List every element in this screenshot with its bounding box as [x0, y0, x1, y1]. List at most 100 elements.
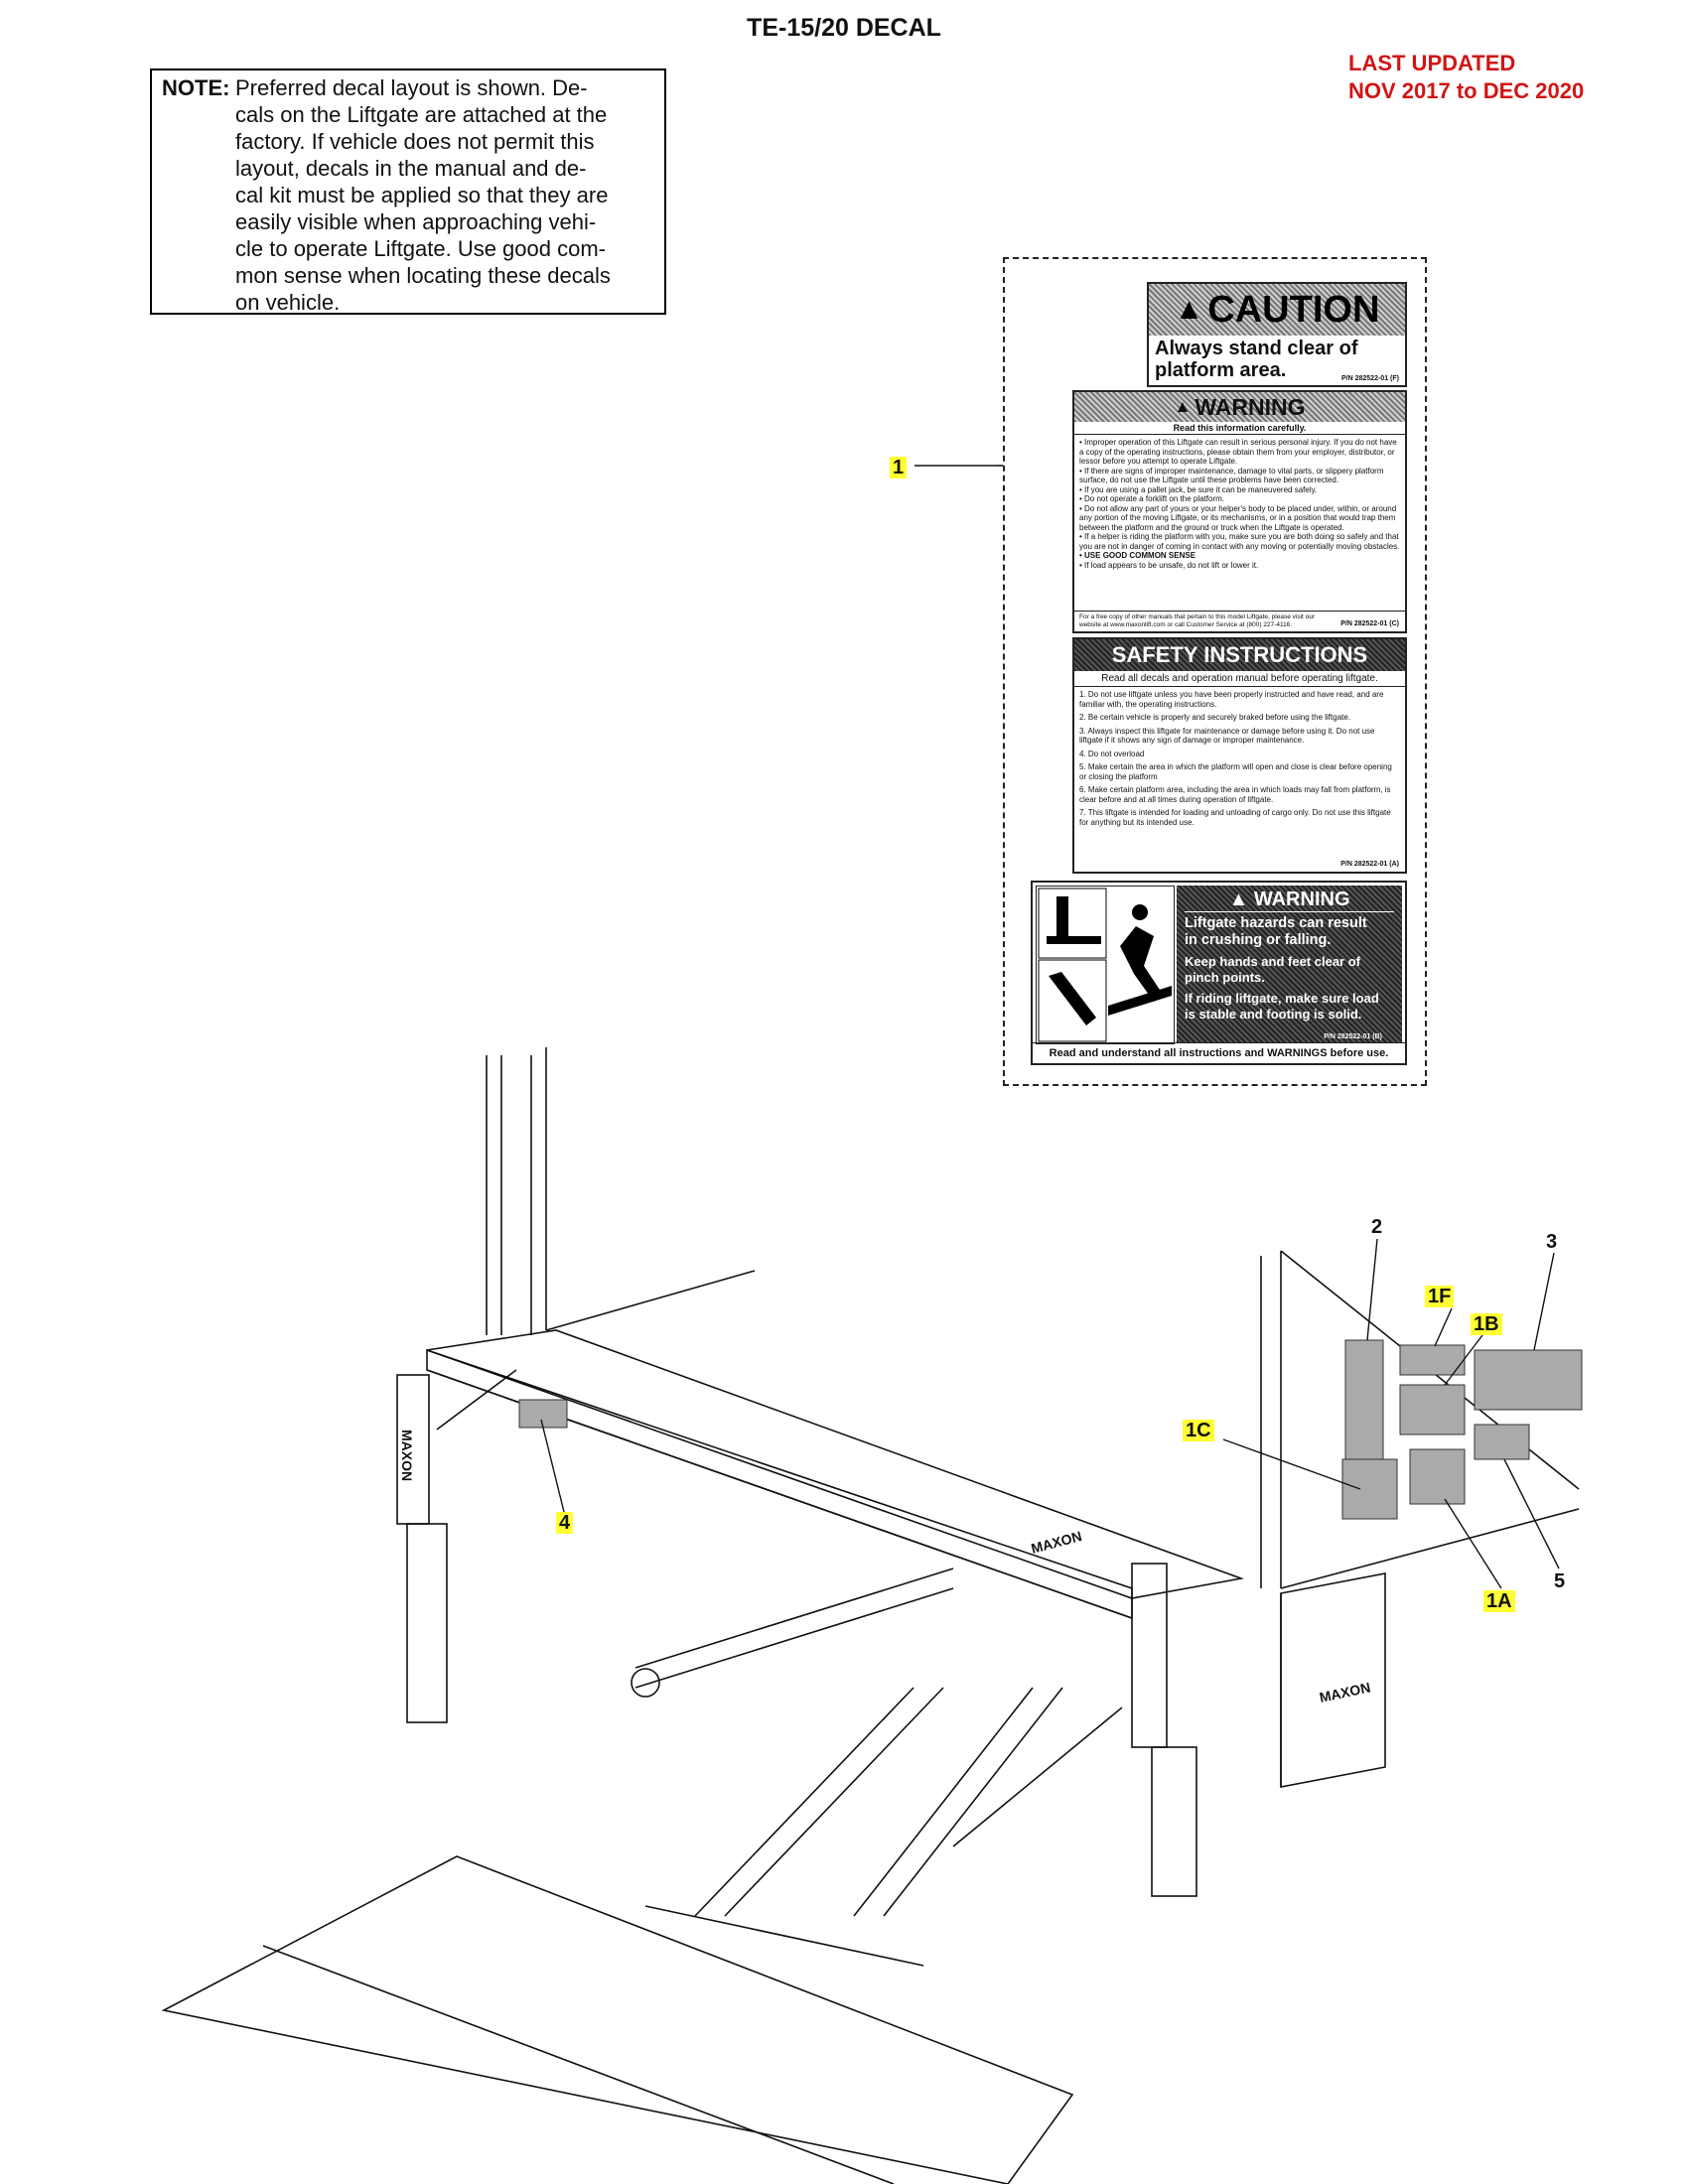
lift-arm: [634, 1587, 954, 1689]
truck-floor-edge: [545, 1270, 756, 1331]
note-line: cals on the Liftgate are attached at the: [235, 102, 608, 127]
page-title: TE-15/20 DECAL: [747, 14, 941, 42]
caution-line-1: Always stand clear of: [1155, 338, 1358, 359]
safety-subheading: Read all decals and operation manual bef…: [1074, 671, 1405, 687]
leader-2: [1366, 1238, 1378, 1341]
bullet: • If you are using a pallet jack, be sur…: [1079, 484, 1318, 494]
leader-1a: [1444, 1498, 1502, 1589]
note-box: NOTE: Preferred decal layout is shown. D…: [150, 68, 666, 315]
parallel-arm: [724, 1687, 944, 1917]
callout-3: 3: [1546, 1231, 1558, 1253]
note-line: on vehicle.: [235, 290, 341, 315]
safety-item: 6. Make certain platform area, including…: [1079, 785, 1391, 804]
bullet: • If load appears to be unsafe, do not l…: [1079, 560, 1259, 570]
note-line: cle to operate Liftgate. Use good com-: [235, 236, 606, 261]
safety-pn: P/N 282522-01 (A): [1340, 861, 1399, 868]
note-label: NOTE:: [162, 75, 230, 100]
warning-decal-b: ▲ WARNING Liftgate hazards can result in…: [1031, 881, 1407, 1065]
parallel-arm: [694, 1687, 914, 1917]
warning-c-heading: WARNING: [1195, 393, 1306, 420]
caution-line-2: platform area.: [1155, 359, 1287, 381]
pinch-hazard-pictogram: [1038, 887, 1172, 1042]
safety-heading: SAFETY INSTRUCTIONS: [1074, 639, 1405, 671]
warning-b-line: pinch points.: [1185, 970, 1265, 985]
picto-hand-mark: [1049, 972, 1096, 1025]
callout-5: 5: [1554, 1570, 1566, 1592]
warning-b-line: in crushing or falling.: [1185, 932, 1332, 948]
note-line: cal kit must be applied so that they are: [235, 183, 609, 207]
warning-b-footer: Read and understand all instructions and…: [1033, 1042, 1405, 1063]
maxon-logo: MAXON: [1030, 1528, 1083, 1557]
warning-b-line: Liftgate hazards can result: [1185, 915, 1367, 931]
safety-item: 1. Do not use liftgate unless you have b…: [1079, 690, 1384, 709]
safety-item: 2. Be certain vehicle is properly and se…: [1079, 713, 1351, 722]
callout-2: 2: [1371, 1216, 1383, 1238]
lower-frame: [644, 1905, 924, 1967]
warning-b-line: If riding liftgate, make sure load: [1185, 991, 1379, 1006]
callout-1c: 1C: [1183, 1420, 1214, 1441]
upper-beam-face: [426, 1348, 1133, 1620]
warning-b-line: Keep hands and feet clear of: [1185, 954, 1360, 969]
warning-decal-c: ▲ WARNING Read this information carefull…: [1072, 390, 1407, 633]
bullet: • If a helper is riding the platform wit…: [1079, 532, 1400, 551]
upper-beam: [426, 1329, 1245, 1599]
bullet: • Do not allow any part of yours or your…: [1079, 503, 1397, 532]
warning-c-bullets: • Improper operation of this Liftgate ca…: [1074, 435, 1405, 573]
decal-1a-patch: [1409, 1448, 1466, 1505]
updated-line-1: LAST UPDATED: [1348, 51, 1516, 75]
warning-c-subheading: Read this information carefully.: [1074, 422, 1405, 435]
picto-fall-head: [1132, 904, 1148, 920]
decal-4-patch: [518, 1399, 568, 1429]
platform: [161, 1855, 1074, 2184]
platform-hinge: [262, 1945, 895, 2184]
center-post: [1131, 1563, 1168, 1748]
caution-decal-f: ▲ CAUTION Always stand clear of platform…: [1147, 282, 1407, 387]
last-updated: LAST UPDATED NOV 2017 to DEC 2020: [1348, 50, 1584, 105]
warning-c-header: ▲ WARNING: [1074, 392, 1405, 422]
pictogram-panel: [1036, 886, 1175, 1044]
safety-items: 1. Do not use liftgate unless you have b…: [1074, 687, 1405, 830]
leader-3: [1533, 1252, 1555, 1351]
cylinder: [952, 1706, 1123, 1847]
parallel-arm: [853, 1687, 1034, 1917]
note-text: Preferred decal layout is shown. De- cal…: [235, 74, 652, 316]
picto-crush-mark: [1047, 936, 1101, 944]
safety-item: 5. Make certain the area in which the pl…: [1079, 762, 1392, 781]
leader-5: [1503, 1458, 1560, 1570]
bullet: • USE GOOD COMMON SENSE: [1079, 551, 1196, 560]
bullet: • Do not operate a forklift on the platf…: [1079, 494, 1224, 503]
note-line: easily visible when approaching vehi-: [235, 209, 597, 234]
picto-crush-mark: [1056, 896, 1068, 936]
callout-1b: 1B: [1471, 1313, 1502, 1335]
brand-labels: MAXON MAXON MAXON: [399, 1430, 1372, 1706]
truck-side: [1280, 1508, 1580, 1589]
safety-item: 4. Do not overload: [1079, 749, 1145, 758]
warning-c-pn: P/N 282522-01 (C): [1340, 620, 1399, 627]
note-line: factory. If vehicle does not permit this: [235, 129, 595, 154]
callout-1f: 1F: [1425, 1286, 1455, 1307]
pump-box: [1280, 1572, 1386, 1788]
note-line: mon sense when locating these decals: [235, 263, 611, 288]
bullet: • Improper operation of this Liftgate ca…: [1079, 438, 1397, 466]
decal-placements: [518, 1339, 1583, 1520]
decal-3-patch: [1474, 1349, 1583, 1411]
left-post-lower: [406, 1523, 448, 1723]
picto-hand-frame: [1038, 959, 1107, 1042]
safety-decal-a: SAFETY INSTRUCTIONS Read all decals and …: [1072, 637, 1407, 874]
callout-4: 4: [556, 1512, 574, 1534]
warning-b-panel: ▲ WARNING Liftgate hazards can result in…: [1177, 886, 1402, 1042]
decal-5-patch: [1474, 1424, 1530, 1460]
decal-1c-patch: [1341, 1458, 1398, 1520]
caution-text: Always stand clear of platform area.: [1149, 336, 1405, 383]
callout-1: 1: [890, 457, 908, 478]
warning-triangle-icon: ▲: [1228, 888, 1249, 910]
warning-b-line: is stable and footing is solid.: [1185, 1007, 1362, 1022]
caution-header: ▲ CAUTION: [1149, 284, 1405, 336]
note-line: layout, decals in the manual and de-: [235, 156, 587, 181]
liftgate-linework: [161, 465, 1580, 2184]
callout-1a: 1A: [1483, 1590, 1515, 1612]
callout-leaders: [540, 1238, 1560, 1589]
caution-heading: CAUTION: [1207, 288, 1380, 331]
parallel-arm: [883, 1687, 1063, 1917]
